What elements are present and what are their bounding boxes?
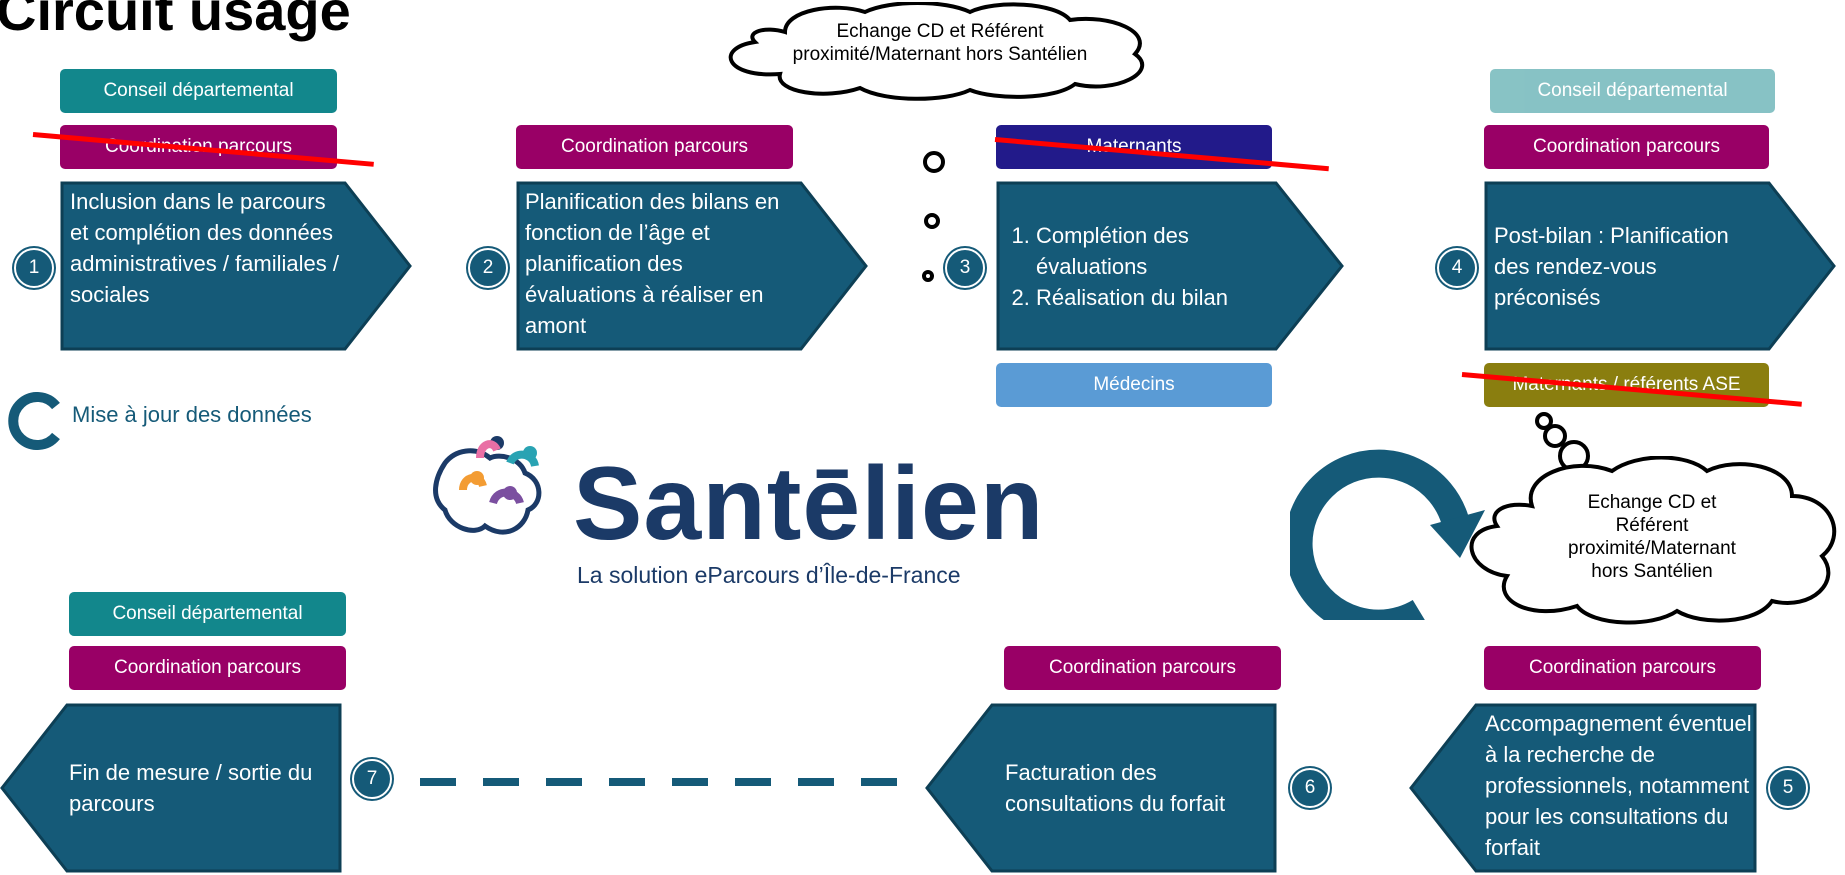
step-3-arrow: Complétion des évaluations Réalisation d… <box>996 181 1344 351</box>
label-coord-2: Coordination parcours <box>516 125 793 169</box>
label-medecins: Médecins <box>996 363 1272 407</box>
label-coord-5: Coordination parcours <box>1484 646 1761 690</box>
step-5-text: Accompagnement éventuel à la recherche d… <box>1485 711 1752 860</box>
thought-bubble <box>923 151 945 173</box>
step-5-number: 5 <box>1768 768 1808 808</box>
step-4-text: Post-bilan : Planification des rendez-vo… <box>1494 223 1729 310</box>
label-coord-6: Coordination parcours <box>1004 646 1281 690</box>
step-3-number: 3 <box>945 248 985 288</box>
thought-bubble <box>922 270 934 282</box>
step-2-number: 2 <box>468 248 508 288</box>
label-cd-4: Conseil départemental <box>1490 69 1775 113</box>
step-4-number: 4 <box>1437 248 1477 288</box>
step-6-text: Facturation des consultations du forfait <box>1005 760 1226 816</box>
cloud-right-text: Echange CD et Référent proximité/Materna… <box>1568 492 1736 582</box>
step-5-arrow: Accompagnement éventuel à la recherche d… <box>1409 703 1757 873</box>
step-6-number: 6 <box>1290 768 1330 808</box>
step-3-item: Réalisation du bilan <box>1036 282 1276 313</box>
step-3-item: Complétion des évaluations <box>1036 220 1276 282</box>
thought-bubble <box>1543 424 1567 448</box>
label-coord-4: Coordination parcours <box>1484 125 1769 169</box>
update-text: Mise à jour des données <box>72 402 312 427</box>
logo-map-icon <box>425 418 560 553</box>
label-ase: Maternants / référents ASE <box>1484 363 1769 407</box>
label-cd-7: Conseil départemental <box>69 592 346 636</box>
page-title: Circuit usage <box>0 0 351 42</box>
dashed-connector <box>420 778 905 786</box>
step-1-number: 1 <box>14 248 54 288</box>
step-1-text: Inclusion dans le parcours et complétion… <box>70 189 339 307</box>
logo-tagline: La solution eParcours d’Île-de-France <box>577 562 961 588</box>
thought-bubble <box>924 213 940 229</box>
logo-name: Santēlien <box>573 446 1045 562</box>
step-3-list: Complétion des évaluations Réalisation d… <box>996 220 1276 313</box>
cloud-right: Echange CD et Référent proximité/Materna… <box>1462 455 1842 626</box>
step-7-arrow: Fin de mesure / sortie du parcours <box>0 703 342 873</box>
cloud-top-text: Echange CD et Référent proximité/Materna… <box>792 21 1088 65</box>
cloud-top: Echange CD et Référent proximité/Materna… <box>715 1 1165 102</box>
refresh-icon <box>8 392 66 455</box>
step-2-arrow: Planification des bilans en fonction de … <box>516 181 868 351</box>
step-6-arrow: Facturation des consultations du forfait <box>925 703 1277 873</box>
label-cd-1: Conseil départemental <box>60 69 337 113</box>
step-1-arrow: Inclusion dans le parcours et complétion… <box>60 181 412 351</box>
step-2-text: Planification des bilans en fonction de … <box>525 189 780 338</box>
cycle-arrow-icon <box>1284 430 1490 638</box>
step-7-text: Fin de mesure / sortie du parcours <box>69 760 313 816</box>
step-7-number: 7 <box>352 759 392 799</box>
step-4-arrow: Post-bilan : Planification des rendez-vo… <box>1484 181 1836 351</box>
label-coord-7: Coordination parcours <box>69 646 346 690</box>
